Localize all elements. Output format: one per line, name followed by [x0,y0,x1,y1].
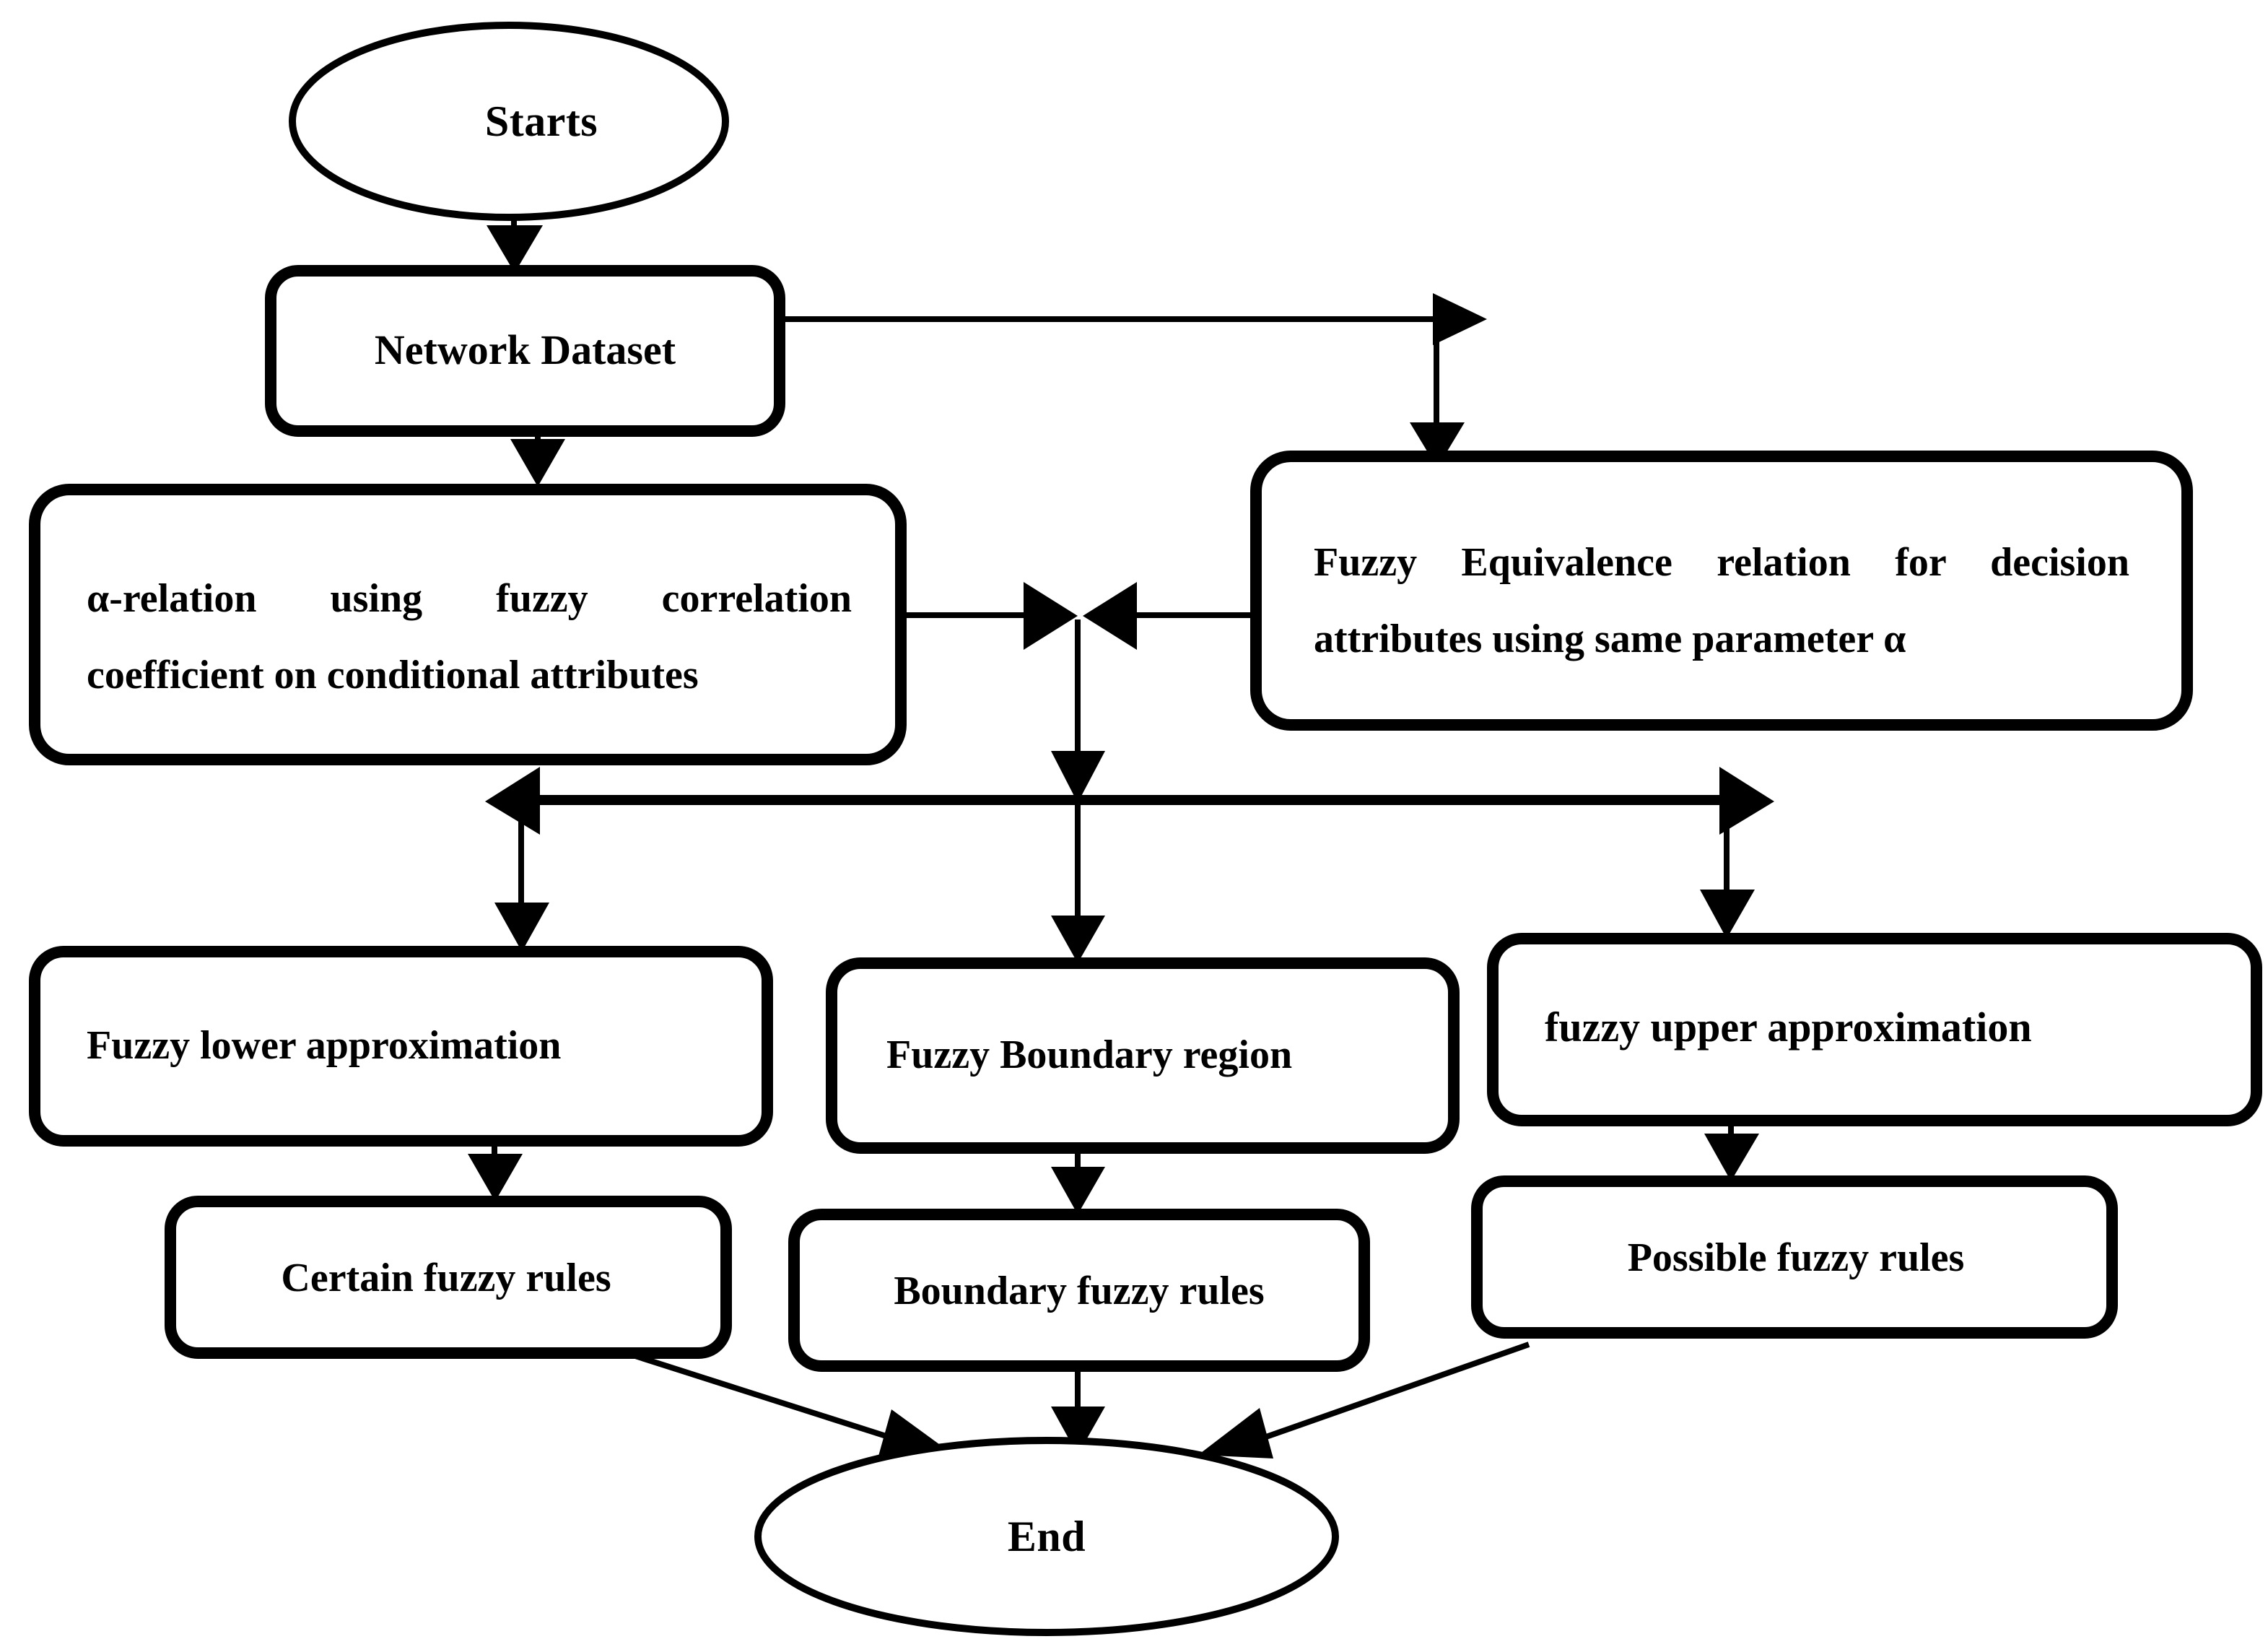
edge-branch-to-fuzzy-upper [1700,803,1755,939]
node-start-shape[interactable] [289,22,729,221]
branch-distribution-bar [485,767,1774,835]
edge-fuzzy-boundary-to-boundary-rules [1051,1149,1105,1214]
node-fuzzy-equivalence-shape[interactable] [1250,451,2193,731]
edge-fuzzy-equivalence-to-junction [1083,582,1256,650]
node-fuzzy-boundary-shape[interactable] [826,957,1460,1154]
edge-network-dataset-to-fuzzy-equivalence [783,293,1487,468]
edge-network-dataset-to-alpha-relation [510,433,565,487]
node-network-dataset-shape[interactable] [265,265,785,437]
node-possible-rules-shape[interactable] [1471,1175,2118,1339]
node-boundary-rules-shape[interactable] [788,1209,1370,1372]
edge-fuzzy-upper-to-possible-rules [1704,1121,1759,1181]
node-certain-rules-shape[interactable] [165,1196,732,1359]
edge-boundary-rules-to-end [1051,1366,1105,1455]
edge-possible-rules-to-end [1198,1342,1530,1458]
edge-alpha-relation-to-junction [904,582,1078,650]
node-end-shape[interactable] [754,1437,1339,1636]
edge-junction-to-branch-bar [1051,620,1105,803]
node-alpha-relation-shape[interactable] [29,484,907,765]
node-fuzzy-upper-shape[interactable] [1487,933,2262,1126]
edge-fuzzy-lower-to-certain-rules [468,1142,523,1201]
node-fuzzy-lower-shape[interactable] [29,946,773,1147]
edge-start-to-network-dataset [487,214,543,273]
edge-branch-to-fuzzy-lower [494,803,549,952]
edge-branch-to-fuzzy-boundary [1051,803,1105,963]
